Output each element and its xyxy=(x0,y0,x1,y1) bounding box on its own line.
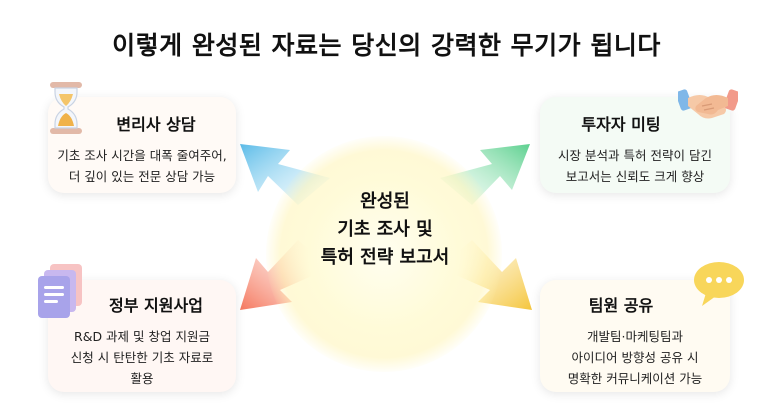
card-heading: 투자자 미팅 xyxy=(581,115,661,134)
handshake-icon xyxy=(678,89,738,119)
card-desc-line: 개발팀·마케팅팀과 xyxy=(587,329,683,344)
hourglass-icon xyxy=(50,82,82,134)
card-team-sharing: 팀원 공유 개발팀·마케팅팀과 아이디어 방향성 공유 시 명확한 커뮤니케이션… xyxy=(540,280,730,392)
card-description: R&D 과제 및 창업 지원금 신청 시 탄탄한 기초 자료로 활용 xyxy=(48,326,236,389)
card-desc-line: 활용 xyxy=(130,371,154,386)
card-desc-line: 기초 조사 시간을 대폭 줄여주어, xyxy=(57,148,227,163)
card-heading: 정부 지원사업 xyxy=(109,296,203,315)
center-line-1: 완성된 xyxy=(360,191,410,212)
documents-icon xyxy=(38,264,82,318)
card-desc-line: 보고서는 신뢰도 크게 향상 xyxy=(565,169,705,184)
page-title: 이렇게 완성된 자료는 당신의 강력한 무기가 됩니다 xyxy=(112,31,661,60)
center-line-3: 특허 전략 보고서 xyxy=(320,247,450,268)
card-patent-attorney: 변리사 상담 기초 조사 시간을 대폭 줄여주어, 더 깊이 있는 전문 상담 … xyxy=(48,97,236,193)
speech-bubble-icon xyxy=(694,262,744,306)
card-description: 기초 조사 시간을 대폭 줄여주어, 더 깊이 있는 전문 상담 가능 xyxy=(48,145,236,187)
card-desc-line: 시장 분석과 특허 전략이 담긴 xyxy=(558,148,712,163)
card-desc-line: 더 깊이 있는 전문 상담 가능 xyxy=(68,169,216,184)
card-heading: 팀원 공유 xyxy=(588,296,654,315)
card-desc-line: 명확한 커뮤니케이션 가능 xyxy=(567,371,703,386)
center-glow xyxy=(266,136,502,372)
center-line-2: 기초 조사 및 xyxy=(337,219,433,240)
card-desc-line: 아이디어 방향성 공유 시 xyxy=(571,350,699,365)
card-desc-line: R&D 과제 및 창업 지원금 xyxy=(74,329,210,344)
card-description: 개발팀·마케팅팀과 아이디어 방향성 공유 시 명확한 커뮤니케이션 가능 xyxy=(540,326,730,389)
center-label: 완성된 기초 조사 및 특허 전략 보고서 xyxy=(300,188,470,272)
card-heading: 변리사 상담 xyxy=(116,115,196,134)
card-desc-line: 신청 시 탄탄한 기초 자료로 xyxy=(70,350,214,365)
card-description: 시장 분석과 특허 전략이 담긴 보고서는 신뢰도 크게 향상 xyxy=(540,145,730,187)
